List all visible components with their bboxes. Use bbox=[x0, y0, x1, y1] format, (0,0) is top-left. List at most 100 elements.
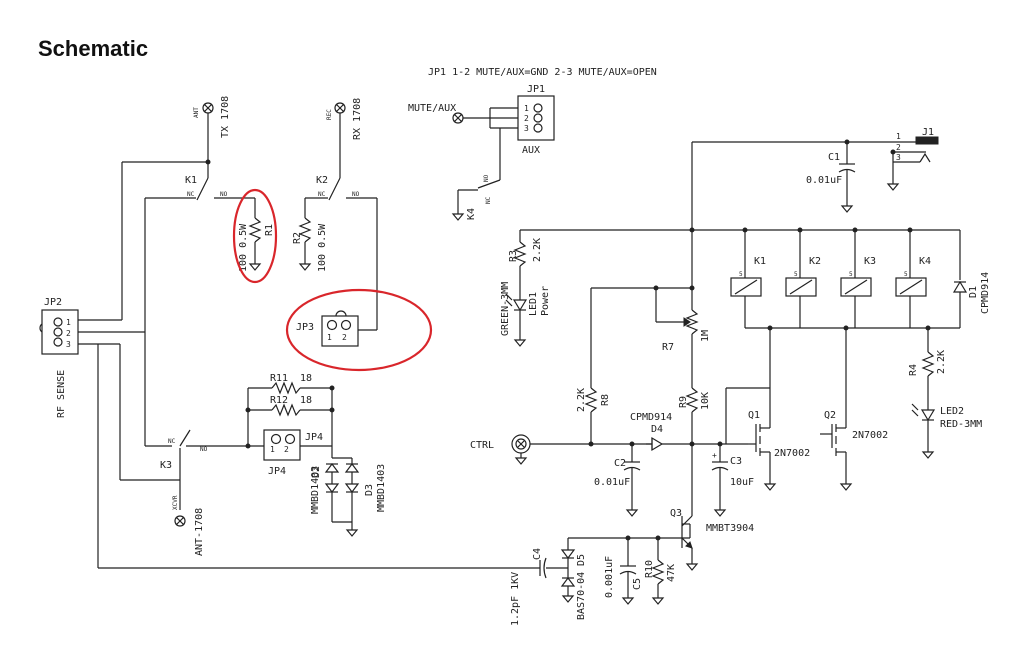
j1-pin3: 3 bbox=[896, 153, 901, 162]
diode-d2-d3 bbox=[324, 446, 360, 537]
jp4-label: JP4 bbox=[268, 466, 286, 477]
xcvr-terminal bbox=[174, 515, 186, 527]
relay-contact-k3 bbox=[120, 429, 264, 510]
k4-nc: NC bbox=[485, 196, 492, 204]
d4-value: CPMD914 bbox=[630, 412, 672, 423]
jp1-label: JP1 bbox=[527, 84, 545, 95]
d1-label: D1 bbox=[968, 286, 979, 298]
mute-aux-label: MUTE/AUX bbox=[408, 103, 456, 114]
k3-nc: NC bbox=[168, 438, 176, 445]
r8-value: 2.2K bbox=[576, 388, 587, 412]
r3-value: 2.2K bbox=[532, 238, 543, 262]
jp1-pin1: 1 bbox=[524, 104, 529, 113]
q3-label: Q3 bbox=[670, 508, 682, 519]
jp2-pin3: 3 bbox=[66, 340, 71, 349]
q3-value: MMBT3904 bbox=[706, 523, 754, 534]
k2-pin5: 5 bbox=[794, 271, 798, 278]
r8-label: R8 bbox=[600, 394, 611, 406]
jp3-label: JP3 bbox=[296, 322, 314, 333]
q1-label: Q1 bbox=[748, 410, 760, 421]
led2-value: RED-3MM bbox=[940, 419, 982, 430]
c4-label: C4 bbox=[532, 548, 543, 560]
jack-j1 bbox=[886, 136, 939, 191]
d3-value: MMBD1403 bbox=[376, 464, 387, 512]
highlight-r1 bbox=[232, 188, 278, 284]
k4-label: K4 bbox=[466, 208, 477, 220]
r9-label: R9 bbox=[678, 396, 689, 408]
r7-label: R7 bbox=[662, 342, 674, 353]
relay-coils bbox=[730, 230, 960, 329]
header-jp2 bbox=[39, 309, 145, 355]
resistor-r1 bbox=[248, 198, 262, 271]
page-title: Schematic bbox=[38, 36, 149, 61]
jp2-pin1: 1 bbox=[66, 318, 71, 327]
relay-contact-k4 bbox=[451, 170, 501, 221]
k3-coil-label: K3 bbox=[864, 256, 876, 267]
k1-no: NO bbox=[220, 191, 228, 198]
j1-label: J1 bbox=[922, 127, 934, 138]
resistor-r10 bbox=[651, 538, 665, 605]
k2-no: NO bbox=[352, 191, 360, 198]
transistor-q3 bbox=[681, 480, 699, 571]
k1-pin5: 5 bbox=[739, 271, 743, 278]
q2-value: 2N7002 bbox=[852, 430, 888, 441]
potentiometer-r7 bbox=[591, 230, 699, 356]
capacitor-c3 bbox=[711, 444, 729, 517]
rx1708-label: RX 1708 bbox=[352, 98, 363, 140]
resistor-r11 bbox=[248, 381, 332, 395]
led1-label: LED1 bbox=[528, 292, 539, 316]
r3-label: R3 bbox=[508, 250, 519, 262]
aux-label: AUX bbox=[522, 145, 540, 156]
k3-no: NO bbox=[200, 446, 208, 453]
r11-label: R11 bbox=[270, 373, 288, 384]
k4-coil-label: K4 bbox=[919, 256, 931, 267]
r1-label: R1 bbox=[264, 224, 275, 236]
capacitor-c2 bbox=[623, 444, 641, 517]
jumper-jp1 bbox=[489, 95, 555, 170]
c1-value: 0.01uF bbox=[806, 175, 842, 186]
xcvr-label: XCVR bbox=[172, 495, 179, 510]
diode-d5 bbox=[560, 538, 576, 603]
led2-label: LED2 bbox=[940, 406, 964, 417]
jp4-label-b: JP4 bbox=[305, 432, 323, 443]
d3-label: D3 bbox=[364, 484, 375, 496]
rec-label: REC bbox=[326, 109, 333, 120]
r4-label: R4 bbox=[908, 364, 919, 376]
d5-value: BAS70-04 bbox=[576, 572, 587, 620]
d5-label: D5 bbox=[576, 554, 587, 566]
jp2-pin2: 2 bbox=[66, 329, 71, 338]
d1-value: CPMD914 bbox=[980, 272, 991, 314]
ant1708-label: ANT-1708 bbox=[194, 508, 205, 556]
resistor-r8 bbox=[584, 288, 598, 444]
k2-coil-label: K2 bbox=[809, 256, 821, 267]
c3-label: C3 bbox=[730, 456, 742, 467]
r4-value: 2.2K bbox=[936, 350, 947, 374]
q2-label: Q2 bbox=[824, 410, 836, 421]
r2-label: R2 bbox=[292, 232, 303, 244]
diode-d4 bbox=[646, 436, 748, 452]
tx-terminal bbox=[202, 102, 214, 165]
d2-value: MMBD1403 bbox=[310, 466, 321, 514]
jp4-pin1: 1 bbox=[270, 445, 275, 454]
r7-value: 1M bbox=[700, 330, 711, 342]
k3-pin5: 5 bbox=[849, 271, 853, 278]
rx-terminal bbox=[305, 102, 377, 201]
resistor-r2 bbox=[298, 198, 312, 271]
d2-label: D2 bbox=[311, 466, 322, 478]
capacitor-c5 bbox=[619, 538, 637, 605]
k2-label: K2 bbox=[316, 175, 328, 186]
jp3-pin1: 1 bbox=[327, 333, 332, 342]
r12-label: R12 bbox=[270, 395, 288, 406]
k2-nc: NC bbox=[318, 191, 326, 198]
k1-nc: NC bbox=[187, 191, 195, 198]
led-led2 bbox=[911, 403, 936, 459]
r12-value: 18 bbox=[300, 395, 312, 406]
ctrl-terminal bbox=[511, 434, 652, 465]
d4-label: D4 bbox=[651, 424, 663, 435]
r1-value: 100 0.5W bbox=[238, 223, 249, 272]
c3-value: 10uF bbox=[730, 477, 754, 488]
jp1-pin3: 3 bbox=[524, 124, 529, 133]
c5-label: C5 bbox=[632, 578, 643, 590]
green-led-label: GREEN-3MM bbox=[500, 282, 511, 336]
